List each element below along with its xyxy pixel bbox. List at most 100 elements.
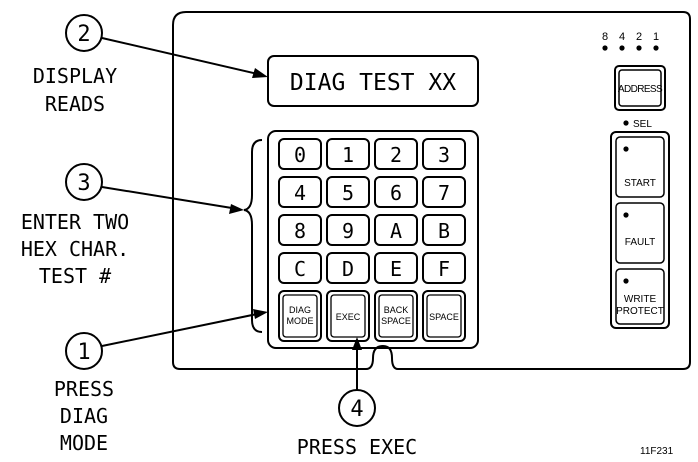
callout-3-arrowhead — [229, 204, 244, 214]
callout-1-line2: DIAG — [60, 404, 108, 428]
key-3-label: 3 — [438, 143, 450, 167]
indicator-label-8: 8 — [602, 31, 608, 43]
callout-3-circle — [65, 163, 103, 201]
callout-2-line2: READS — [45, 92, 105, 116]
figure-id: 11F231 — [640, 446, 674, 457]
key-e[interactable]: E — [374, 252, 418, 284]
address-button[interactable]: ADDRESS — [614, 65, 666, 111]
keypad-frame — [267, 130, 479, 349]
indicator-led-2 — [636, 45, 642, 51]
key-6[interactable]: 6 — [374, 176, 418, 208]
indicator-led-1 — [653, 45, 659, 51]
indicator-led-8 — [602, 45, 608, 51]
key-d[interactable]: D — [326, 252, 370, 284]
fault-indicator: FAULT — [615, 202, 665, 264]
key-9[interactable]: 9 — [326, 214, 370, 246]
key-2-label: 2 — [390, 143, 402, 167]
key-0[interactable]: 0 — [278, 138, 322, 170]
callout-3-number: 3 — [77, 171, 90, 196]
back-space-button-label-line1: BACK — [384, 305, 409, 315]
callout-2-line1: DISPLAY — [33, 64, 117, 88]
indicator-led-4 — [619, 45, 625, 51]
callout-2: 2 DISPLAY READS — [33, 14, 268, 116]
start-led — [623, 146, 629, 152]
callout-1-circle — [65, 332, 103, 370]
fault-led — [623, 212, 629, 218]
callout-2-leader — [101, 37, 263, 76]
callout-4-arrowhead — [352, 337, 362, 350]
key-f[interactable]: F — [422, 252, 466, 284]
display-window — [267, 55, 479, 107]
callout-1-leader — [101, 312, 263, 347]
callout-4-number: 4 — [350, 397, 363, 422]
callout-1-line3: MODE — [60, 431, 108, 455]
write-protect-button[interactable]: WRITE PROTECT — [615, 268, 665, 325]
address-indicators: 8 4 2 1 — [602, 31, 659, 51]
diag-mode-button-label-line2: MODE — [287, 316, 314, 326]
key-b-label: B — [438, 219, 450, 243]
key-6-label: 6 — [390, 181, 402, 205]
panel-outline — [172, 11, 691, 370]
key-2[interactable]: 2 — [374, 138, 418, 170]
key-e-label: E — [390, 257, 402, 281]
status-column-frame — [610, 131, 670, 329]
space-button-label-line1: SPACE — [429, 312, 459, 322]
callout-2-number: 2 — [77, 22, 90, 47]
write-protect-label-line2: PROTECT — [616, 306, 664, 317]
key-9-label: 9 — [342, 219, 354, 243]
key-7-label: 7 — [438, 181, 450, 205]
indicator-label-2: 2 — [636, 31, 642, 43]
back-space-button-label-line2: SPACE — [381, 316, 411, 326]
display-text: DIAG TEST XX — [290, 70, 456, 96]
callout-1-line1: PRESS — [54, 377, 114, 401]
exec-button-label-line1: EXEC — [336, 312, 361, 322]
exec-button[interactable]: EXEC — [326, 290, 370, 342]
key-4[interactable]: 4 — [278, 176, 322, 208]
callout-4-line1: PRESS EXEC — [297, 435, 417, 459]
key-1[interactable]: 1 — [326, 138, 370, 170]
callout-1: 1 PRESS DIAG MODE — [54, 309, 268, 455]
key-5-label: 5 — [342, 181, 354, 205]
callout-3-line1: ENTER TWO — [21, 210, 129, 234]
key-b[interactable]: B — [422, 214, 466, 246]
callout-1-arrowhead — [253, 309, 268, 319]
key-1-label: 1 — [342, 143, 354, 167]
address-button-label: ADDRESS — [618, 84, 663, 95]
key-c-label: C — [294, 257, 306, 281]
start-button-label: START — [624, 178, 656, 189]
indicator-label-4: 4 — [619, 31, 625, 43]
key-f-label: F — [438, 257, 450, 281]
key-8[interactable]: 8 — [278, 214, 322, 246]
key-3[interactable]: 3 — [422, 138, 466, 170]
key-a[interactable]: A — [374, 214, 418, 246]
start-button[interactable]: START — [615, 136, 665, 198]
callout-2-circle — [65, 14, 103, 52]
key-0-label: 0 — [294, 143, 306, 167]
write-protect-label-line1: WRITE — [624, 294, 657, 305]
indicator-label-1: 1 — [653, 31, 659, 43]
callout-1-number: 1 — [77, 340, 90, 365]
write-protect-led — [623, 278, 629, 284]
key-a-label: A — [390, 219, 402, 243]
key-c[interactable]: C — [278, 252, 322, 284]
key-5[interactable]: 5 — [326, 176, 370, 208]
callout-3-line3: TEST # — [39, 264, 111, 288]
space-button[interactable]: SPACE — [422, 290, 466, 342]
key-4-label: 4 — [294, 181, 306, 205]
sel-led — [623, 120, 629, 126]
callout-2-arrowhead — [252, 68, 268, 78]
fault-label: FAULT — [625, 237, 655, 248]
key-d-label: D — [342, 257, 354, 281]
key-7[interactable]: 7 — [422, 176, 466, 208]
callout-3-leader — [101, 186, 239, 210]
sel-label: SEL — [633, 119, 652, 130]
diag-mode-button-label-line1: DIAG — [289, 305, 311, 315]
callout-4: 4 PRESS EXEC — [297, 337, 417, 459]
callout-3: 3 ENTER TWO HEX CHAR. TEST # — [21, 139, 263, 333]
keypad-brace — [243, 139, 263, 333]
